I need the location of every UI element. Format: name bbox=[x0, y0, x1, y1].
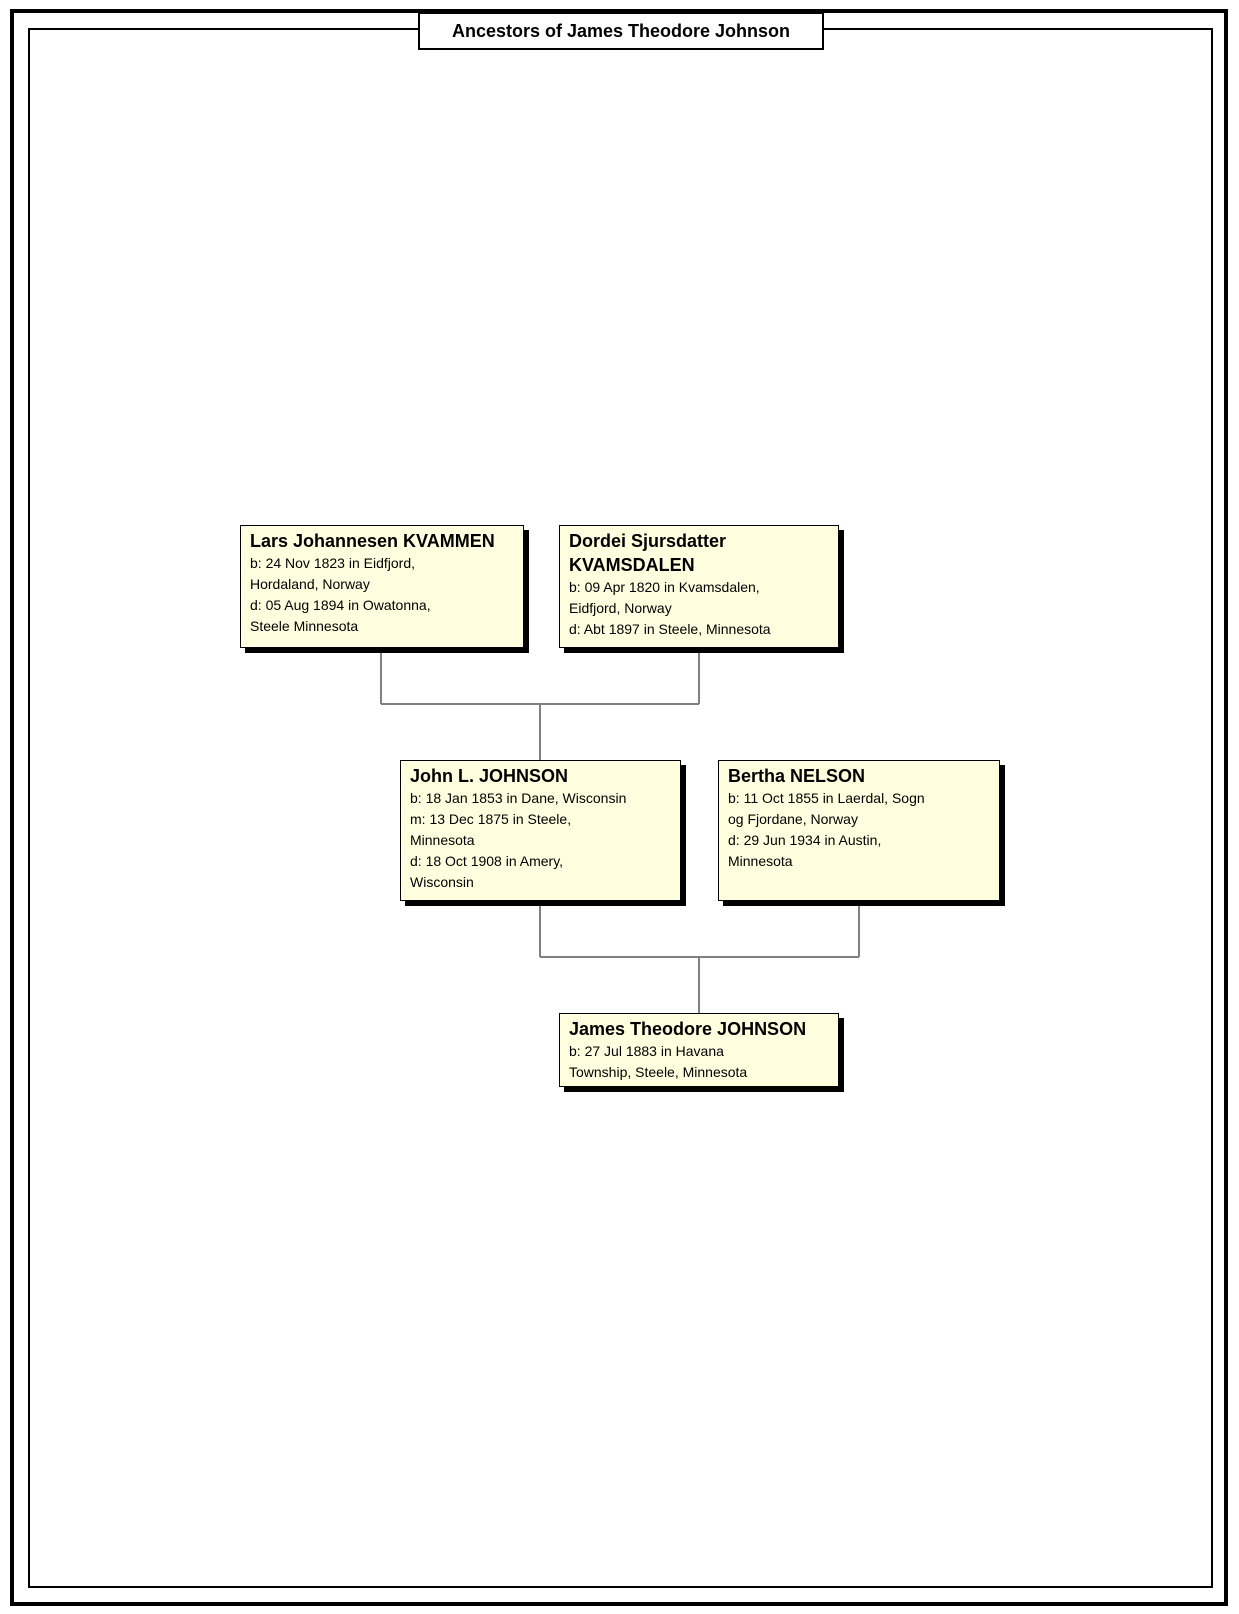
person-fact: d: 05 Aug 1894 in Owatonna, bbox=[250, 597, 431, 613]
person-fact: Wisconsin bbox=[410, 874, 474, 890]
chart-title-text: Ancestors of James Theodore Johnson bbox=[451, 20, 791, 41]
person-fact: Steele Minnesota bbox=[250, 618, 359, 634]
person-name: James Theodore JOHNSON bbox=[569, 1019, 807, 1039]
person-fact: Township, Steele, Minnesota bbox=[569, 1064, 748, 1080]
person-box-dordei-kvamsdalen[interactable]: Dordei Sjursdatter KVAMSDALEN b: 09 Apr … bbox=[559, 525, 839, 648]
person-fact: b: 27 Jul 1883 in Havana bbox=[569, 1043, 724, 1059]
person-name: Lars Johannesen KVAMMEN bbox=[250, 531, 495, 551]
person-fact: Minnesota bbox=[410, 832, 475, 848]
person-fact: b: 09 Apr 1820 in Kvamsdalen, bbox=[569, 579, 760, 595]
person-name: KVAMSDALEN bbox=[569, 555, 695, 575]
person-fact: m: 13 Dec 1875 in Steele, bbox=[410, 811, 572, 827]
person-name: John L. JOHNSON bbox=[410, 766, 569, 786]
person-box-john-johnson[interactable]: John L. JOHNSON b: 18 Jan 1853 in Dane, … bbox=[400, 760, 681, 901]
person-name: Bertha NELSON bbox=[728, 766, 866, 786]
person-box-bertha-nelson[interactable]: Bertha NELSON b: 11 Oct 1855 in Laerdal,… bbox=[718, 760, 1000, 901]
person-fact: d: Abt 1897 in Steele, Minnesota bbox=[569, 621, 771, 637]
person-box-lars-kvammen[interactable]: Lars Johannesen KVAMMEN b: 24 Nov 1823 i… bbox=[240, 525, 524, 648]
person-fact: b: 11 Oct 1855 in Laerdal, Sogn bbox=[728, 790, 925, 806]
person-fact: d: 18 Oct 1908 in Amery, bbox=[410, 853, 564, 869]
person-fact: Eidfjord, Norway bbox=[569, 600, 672, 616]
outer-frame bbox=[10, 9, 1228, 1606]
chart-title: Ancestors of James Theodore Johnson bbox=[418, 12, 824, 50]
person-box-james-johnson[interactable]: James Theodore JOHNSON b: 27 Jul 1883 in… bbox=[559, 1013, 839, 1087]
person-fact: b: 24 Nov 1823 in Eidfjord, bbox=[250, 555, 415, 571]
person-fact: Hordaland, Norway bbox=[250, 576, 370, 592]
person-name: Dordei Sjursdatter bbox=[569, 531, 727, 551]
person-fact: og Fjordane, Norway bbox=[728, 811, 858, 827]
person-fact: Minnesota bbox=[728, 853, 793, 869]
person-fact: d: 29 Jun 1934 in Austin, bbox=[728, 832, 882, 848]
person-fact: b: 18 Jan 1853 in Dane, Wisconsin bbox=[410, 790, 627, 806]
